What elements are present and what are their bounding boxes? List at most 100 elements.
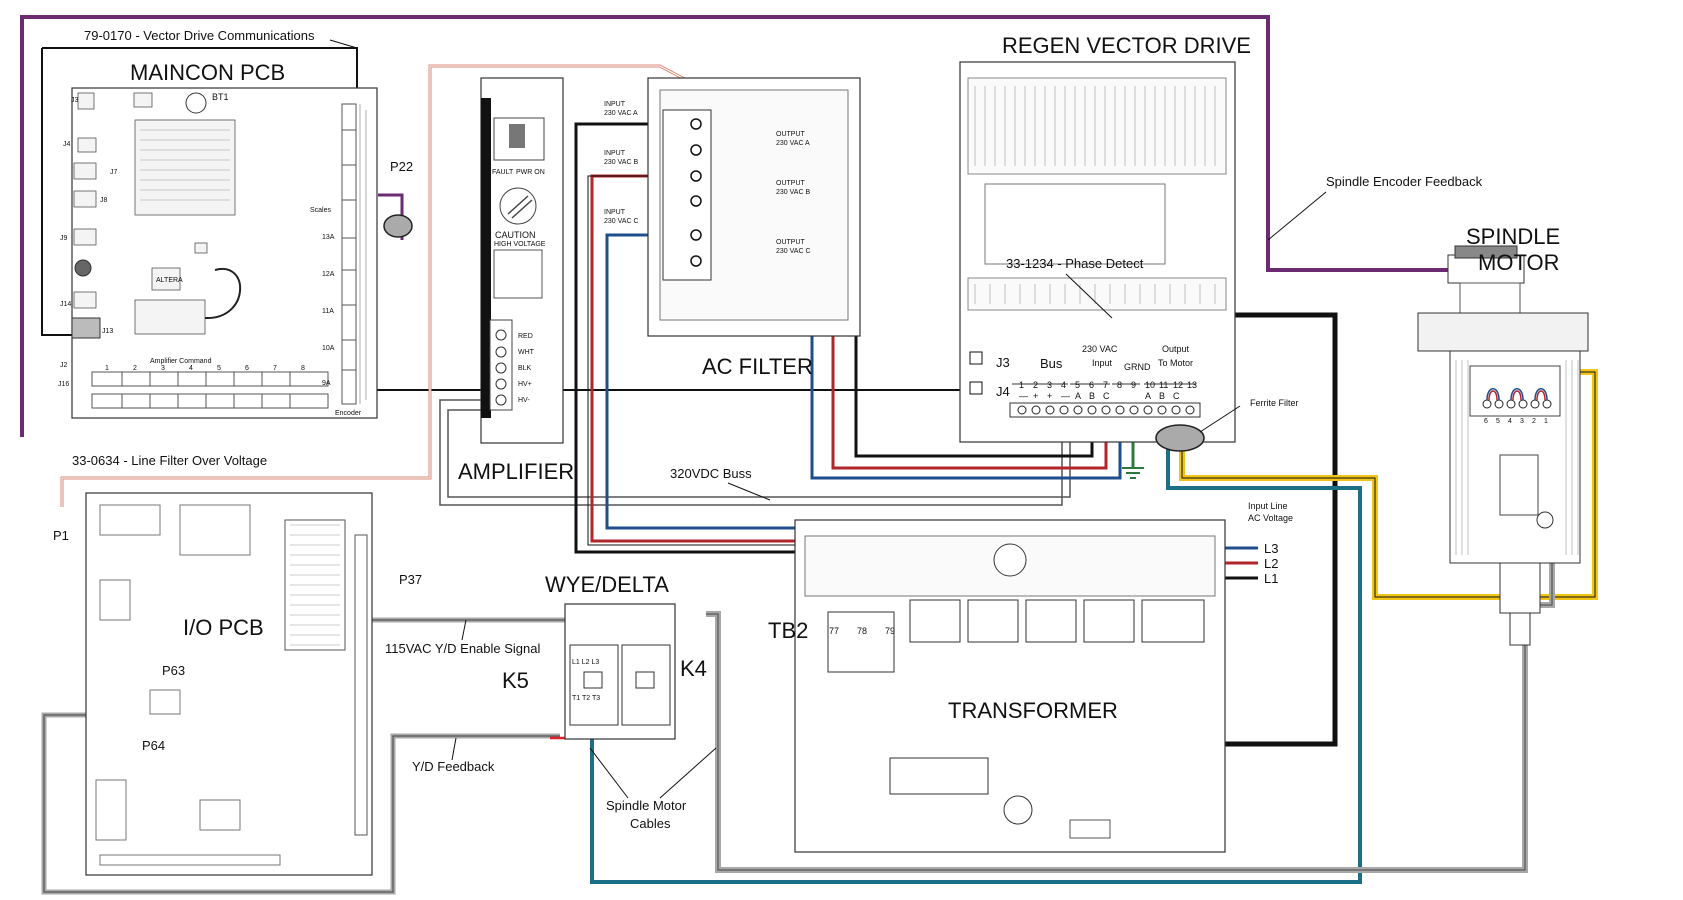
- maincon-j7: J7: [110, 169, 118, 176]
- amplifier: FAULT PWR ON CAUTION HIGH VOLTAGE RED WH…: [458, 77, 574, 484]
- regen-terminal-number: 7: [1103, 380, 1108, 390]
- acf-in-a-2: 230 VAC A: [604, 110, 638, 117]
- regen-title: REGEN VECTOR DRIVE: [1002, 33, 1251, 58]
- wire-teal-motor: [590, 420, 1362, 884]
- regen-terminal-mark: —: [1019, 391, 1028, 401]
- regen-bus: Bus: [1040, 356, 1063, 371]
- regen-terminal-number: 2: [1033, 380, 1038, 390]
- io-pcb: I/O PCB P1 P37 P63 P64: [53, 492, 422, 876]
- input-line-label-2: AC Voltage: [1248, 513, 1293, 523]
- k5-bottom-terms: T1 T2 T3: [572, 695, 600, 702]
- maincon-encoder: Encoder: [335, 410, 362, 417]
- amp-term-red: RED: [518, 333, 533, 340]
- regen-terminal-mark: B: [1089, 391, 1095, 401]
- k5-label: K5: [502, 668, 529, 693]
- maincon-ch-12a: 12A: [322, 271, 335, 278]
- io-pcb-title: I/O PCB: [183, 615, 264, 640]
- regen-terminal-number: 5: [1075, 380, 1080, 390]
- regen-terminal-mark: C: [1103, 391, 1110, 401]
- regen-grnd: GRND: [1124, 362, 1151, 372]
- k5-top-terms: L1 L2 L3: [572, 659, 599, 666]
- regen-terminal-number: 6: [1089, 380, 1094, 390]
- label-vector-comm: 79-0170 - Vector Drive Communications: [84, 28, 315, 43]
- tb2-term-78: 78: [857, 626, 867, 636]
- regen-terminal-number: 1: [1019, 380, 1024, 390]
- p64-label: P64: [142, 738, 165, 753]
- p22-ferrite: [383, 214, 413, 238]
- maincon-j13: J13: [102, 328, 113, 335]
- transformer-title: TRANSFORMER: [948, 698, 1118, 723]
- label-320vdc-buss: 320VDC Buss: [670, 466, 752, 481]
- acf-out-a-2: 230 VAC A: [776, 140, 810, 147]
- label-encoder-feedback: Spindle Encoder Feedback: [1326, 174, 1483, 189]
- regen-terminal-number: 13: [1187, 380, 1197, 390]
- p1-label: P1: [53, 528, 69, 543]
- ac-filter-title: AC FILTER: [702, 354, 813, 379]
- amp-fault: FAULT: [492, 169, 514, 176]
- regen-terminal-mark: A: [1145, 391, 1151, 401]
- regen-terminal-number: 3: [1047, 380, 1052, 390]
- acf-out-a-1: OUTPUT: [776, 131, 806, 138]
- l3-label: L3: [1264, 541, 1278, 556]
- acf-out-c-1: OUTPUT: [776, 239, 806, 246]
- maincon-j3: J3: [71, 97, 79, 104]
- regen-vector-drive: REGEN VECTOR DRIVE J3 J4 Bus 230 VAC Inp…: [959, 33, 1299, 452]
- maincon-amp-6: 6: [245, 365, 249, 372]
- maincon-amp-1: 1: [105, 365, 109, 372]
- acf-out-c-2: 230 VAC C: [776, 248, 811, 255]
- regen-output-1: Output: [1162, 344, 1190, 354]
- maincon-ch-10a: 10A: [322, 345, 335, 352]
- maincon-amp-5: 5: [217, 365, 221, 372]
- spindle-motor-title-1: SPINDLE: [1466, 224, 1560, 249]
- amp-pwr-on: PWR ON: [516, 169, 545, 176]
- wire-vector-comm-2: [41, 48, 76, 336]
- k4-label: K4: [680, 656, 707, 681]
- ferrite-label: Ferrite Filter: [1250, 398, 1299, 408]
- maincon-j2: J2: [60, 362, 68, 369]
- maincon-j14: J14: [60, 301, 71, 308]
- maincon-amp-7: 7: [273, 365, 277, 372]
- regen-j3: J3: [996, 355, 1010, 370]
- acf-in-a-1: INPUT: [604, 101, 626, 108]
- wire-320vdc-buss: [439, 399, 1063, 506]
- wye-delta: WYE/DELTA L1 L2 L3 T1 T2 T3 K5 K4: [502, 572, 707, 740]
- amp-term-hv-minus: HV-: [518, 397, 530, 404]
- maincon-title: MAINCON PCB: [130, 60, 285, 85]
- maincon-pcb: MAINCON PCB BT1 J3 J4 J7 J8 J9 J14 J13 J…: [58, 60, 413, 419]
- label-yd-feedback: Y/D Feedback: [412, 759, 495, 774]
- regen-terminal-number: 10: [1145, 380, 1155, 390]
- maincon-j9: J9: [60, 235, 68, 242]
- motor-terminal-number: 4: [1508, 418, 1512, 425]
- p22-label: P22: [390, 159, 413, 174]
- label-line-filter: 33-0634 - Line Filter Over Voltage: [72, 453, 267, 468]
- maincon-j4: J4: [63, 141, 71, 148]
- maincon-j8: J8: [100, 197, 108, 204]
- motor-terminal-number: 2: [1532, 418, 1536, 425]
- p63-label: P63: [162, 663, 185, 678]
- regen-input-2: Input: [1092, 358, 1113, 368]
- ferrite-filter: [1155, 424, 1205, 452]
- tb2-label: TB2: [768, 618, 808, 643]
- wye-delta-title: WYE/DELTA: [545, 572, 669, 597]
- input-line-label-1: Input Line: [1248, 501, 1288, 511]
- amp-term-hv-plus: HV+: [518, 381, 532, 388]
- motor-terminal-number: 5: [1496, 418, 1500, 425]
- regen-output-2: To Motor: [1158, 358, 1193, 368]
- regen-terminal-mark: +: [1047, 391, 1052, 401]
- maincon-bt1: BT1: [212, 92, 229, 102]
- acf-in-c-2: 230 VAC C: [604, 218, 639, 225]
- tb2-term-77: 77: [829, 626, 839, 636]
- l1-label: L1: [1264, 571, 1278, 586]
- maincon-amp-command: Amplifier Command: [150, 358, 212, 365]
- label-spindle-cables-1: Spindle Motor: [606, 798, 687, 813]
- label-yd-enable: 115VAC Y/D Enable Signal: [385, 641, 540, 656]
- regen-terminal-number: 11: [1159, 380, 1168, 390]
- ac-filter: INPUT 230 VAC A INPUT 230 VAC B INPUT 23…: [604, 77, 861, 379]
- regen-input-1: 230 VAC: [1082, 344, 1118, 354]
- amp-high-voltage: HIGH VOLTAGE: [494, 241, 546, 248]
- amp-caution: CAUTION: [495, 230, 536, 240]
